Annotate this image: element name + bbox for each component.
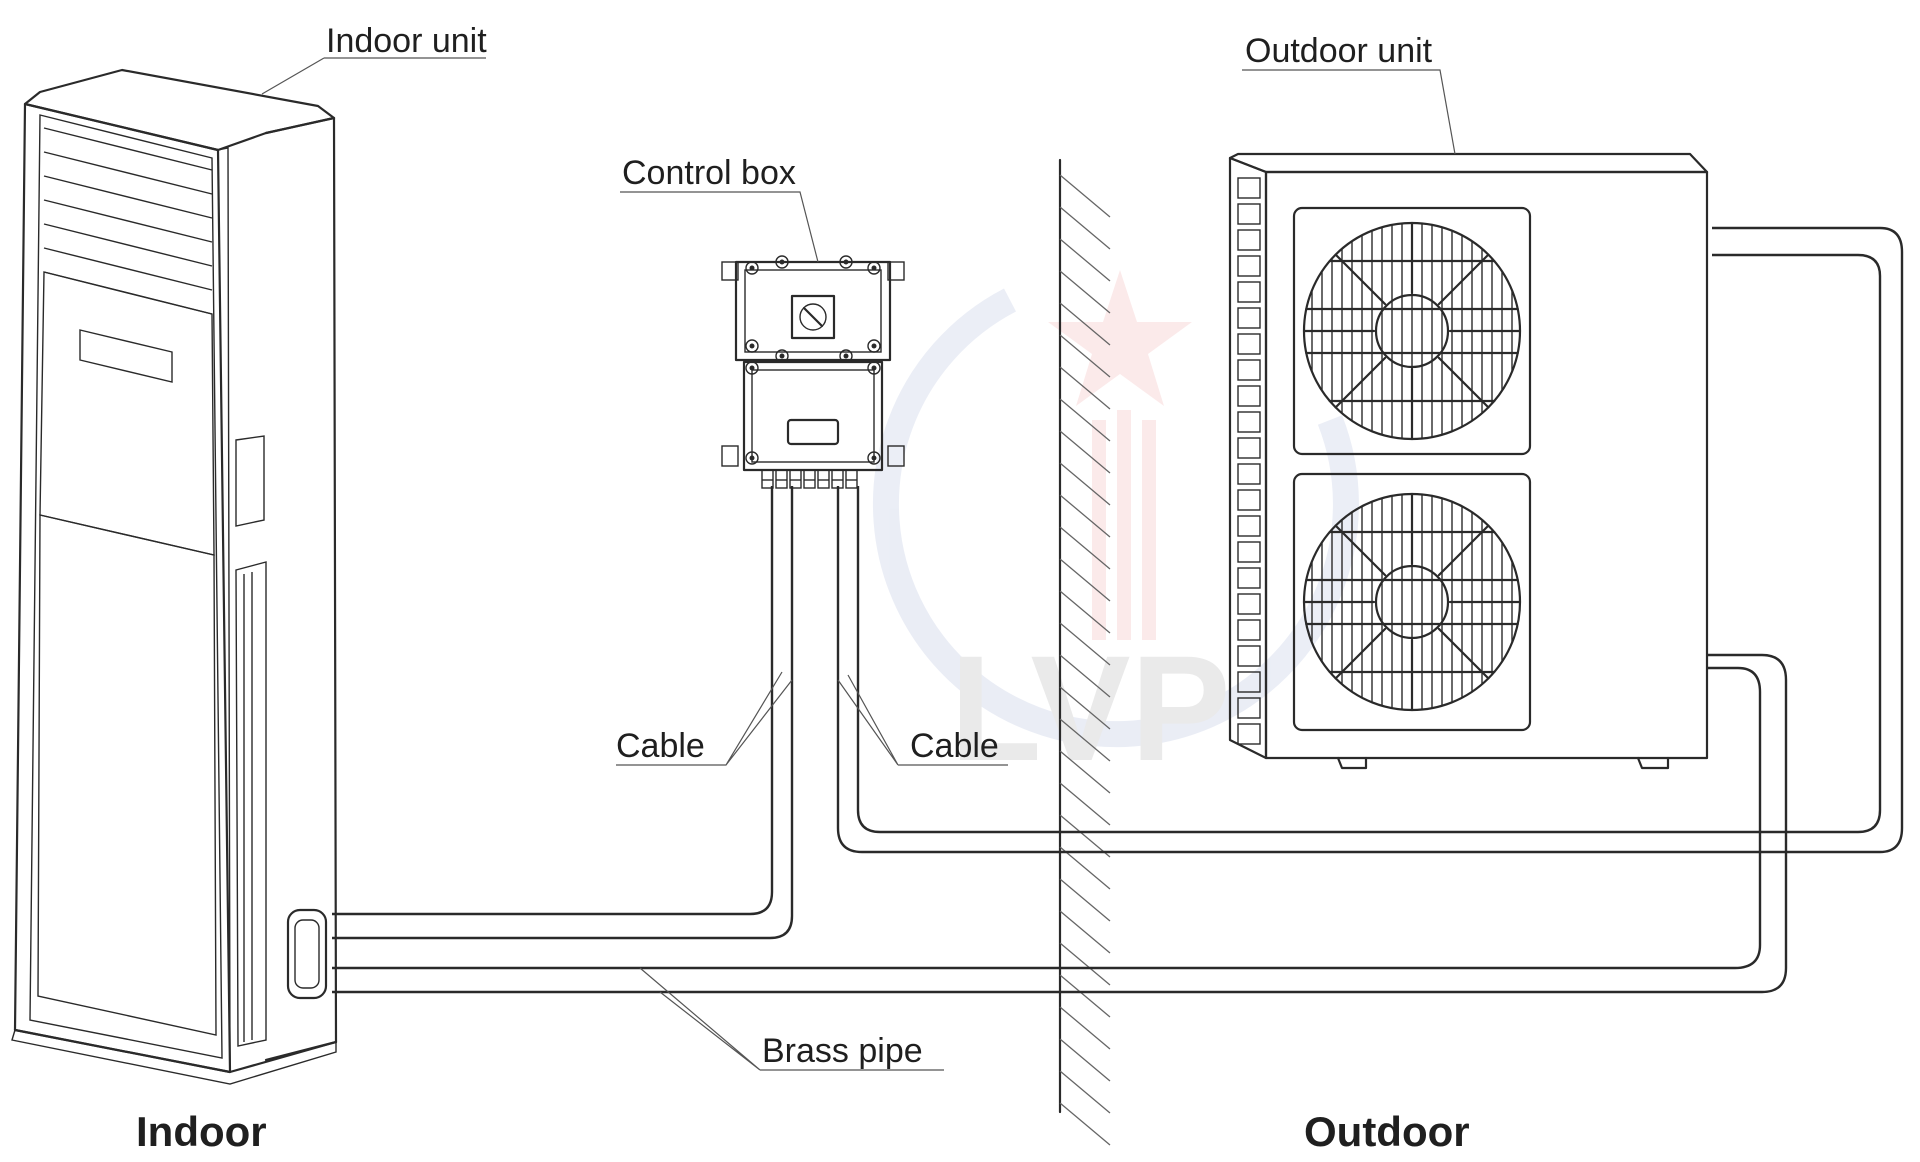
cable-lines (332, 226, 1904, 940)
fan-grille-bottom (1302, 492, 1522, 712)
wall (1058, 158, 1111, 1146)
indoor-label: Indoor (136, 1108, 267, 1155)
indoor-unit (11, 68, 338, 1085)
svg-text:LVP: LVP (950, 624, 1231, 792)
leader-lines (261, 57, 1456, 1071)
cable-left-label: Cable (616, 727, 705, 765)
cable-right-label: Cable (910, 727, 999, 765)
control-box (721, 255, 905, 489)
brass-pipe-label: Brass pipe (762, 1032, 923, 1070)
control-box-label: Control box (622, 154, 796, 192)
outdoor-label: Outdoor (1304, 1108, 1470, 1155)
indoor-unit-label: Indoor unit (326, 22, 487, 60)
brand-logo-watermark: LVP (872, 270, 1359, 792)
outdoor-unit-label: Outdoor unit (1245, 32, 1433, 70)
rotary-switch-icon (790, 294, 836, 340)
fan-grille-top (1302, 221, 1522, 441)
brass-pipe-lines (332, 653, 1788, 994)
outdoor-unit (1228, 152, 1709, 770)
